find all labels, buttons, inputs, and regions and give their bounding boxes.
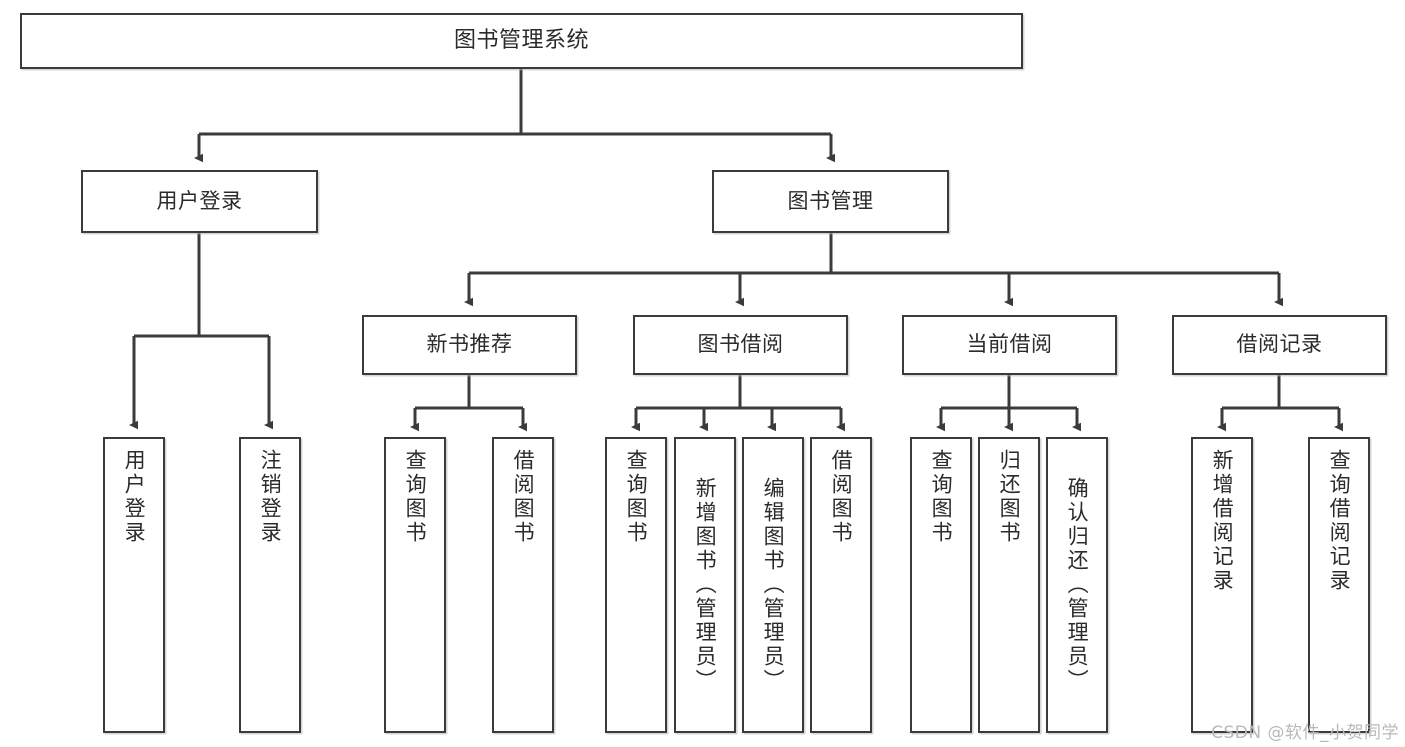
node-leaf-add-book[interactable]: 新增图书（管理员） <box>674 437 736 733</box>
node-leaf-borrow-book[interactable]: 借阅图书 <box>810 437 872 733</box>
node-user-login[interactable]: 用户登录 <box>81 170 318 233</box>
node-leaf-confirm-return[interactable]: 确认归还（管理员） <box>1046 437 1108 733</box>
node-label: 编辑图书（管理员） <box>761 477 786 693</box>
node-label: 图书管理 <box>787 188 874 213</box>
node-leaf-query-book-rec[interactable]: 查询图书 <box>384 437 446 733</box>
node-book-borrow[interactable]: 图书借阅 <box>633 315 848 375</box>
node-leaf-add-borrow-record[interactable]: 新增借阅记录 <box>1191 437 1253 733</box>
node-label: 新增图书（管理员） <box>693 477 718 693</box>
node-leaf-query-borrow-record[interactable]: 查询借阅记录 <box>1308 437 1370 733</box>
node-label: 用户登录 <box>156 188 243 213</box>
node-label: 注销登录 <box>258 449 283 545</box>
node-label: 用户登录 <box>122 449 147 545</box>
node-label: 图书管理系统 <box>453 27 589 53</box>
node-current-borrow[interactable]: 当前借阅 <box>902 315 1117 375</box>
node-label: 借阅图书 <box>511 449 536 545</box>
node-root-system[interactable]: 图书管理系统 <box>20 13 1023 69</box>
node-leaf-query-book-borrow[interactable]: 查询图书 <box>605 437 667 733</box>
node-label: 借阅图书 <box>829 449 854 545</box>
node-leaf-user-login[interactable]: 用户登录 <box>103 437 165 733</box>
node-label: 新增借阅记录 <box>1210 449 1235 593</box>
node-label: 新书推荐 <box>426 332 513 357</box>
node-label: 查询图书 <box>624 449 649 545</box>
node-label: 当前借阅 <box>966 332 1053 357</box>
csdn-watermark: CSDN @软件_小贺同学 <box>1211 723 1399 743</box>
node-book-manage[interactable]: 图书管理 <box>712 170 949 233</box>
node-leaf-edit-book[interactable]: 编辑图书（管理员） <box>742 437 804 733</box>
node-label: 图书借阅 <box>697 332 784 357</box>
node-leaf-query-book-current[interactable]: 查询图书 <box>910 437 972 733</box>
node-borrow-record[interactable]: 借阅记录 <box>1172 315 1387 375</box>
node-new-book-recommend[interactable]: 新书推荐 <box>362 315 577 375</box>
node-label: 借阅记录 <box>1236 332 1323 357</box>
node-label: 查询图书 <box>403 449 428 545</box>
node-leaf-logout[interactable]: 注销登录 <box>239 437 301 733</box>
node-label: 查询图书 <box>929 449 954 545</box>
node-label: 查询借阅记录 <box>1327 449 1352 593</box>
node-label: 归还图书 <box>997 449 1022 545</box>
node-leaf-borrow-book-rec[interactable]: 借阅图书 <box>492 437 554 733</box>
node-label: 确认归还（管理员） <box>1065 477 1090 693</box>
node-leaf-return-book[interactable]: 归还图书 <box>978 437 1040 733</box>
